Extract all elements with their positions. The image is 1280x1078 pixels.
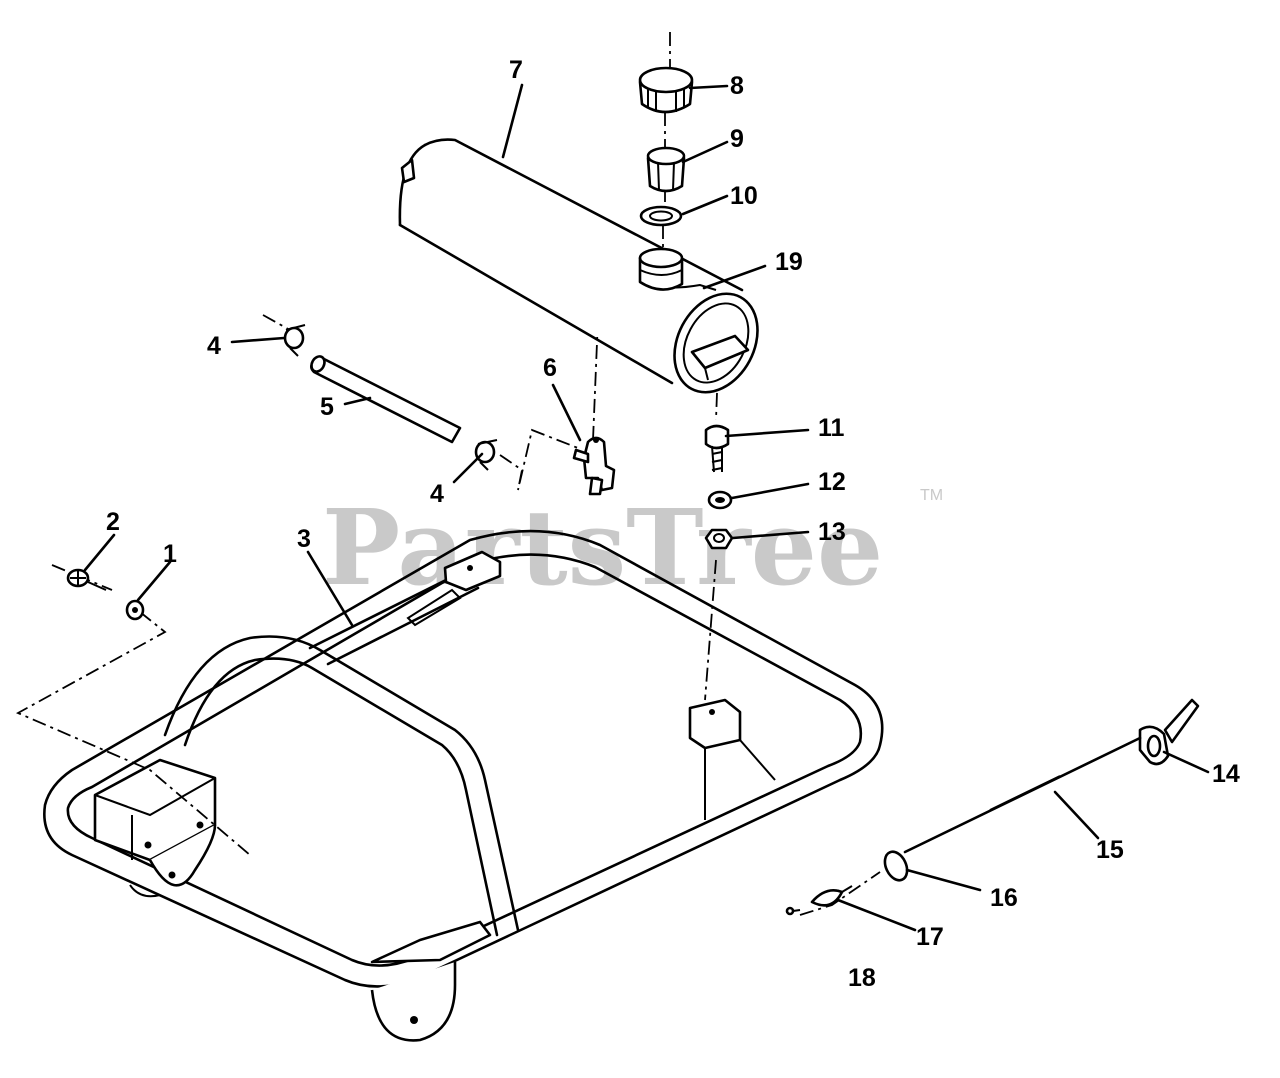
pin-part-18 [785, 906, 801, 916]
clamp-part-4-lower [474, 439, 498, 471]
watermark-trademark: TM [920, 487, 943, 504]
callout-12: 12 [818, 468, 846, 496]
callout-11: 11 [818, 414, 845, 442]
cap-part-8 [638, 66, 694, 114]
callout-19: 19 [775, 248, 803, 276]
callout-2: 2 [106, 508, 120, 536]
washer-part-12 [707, 490, 733, 510]
callout-10: 10 [730, 182, 758, 210]
callout-18: 18 [848, 964, 876, 992]
callout-17: 17 [916, 923, 944, 951]
callout-4-lower: 4 [430, 480, 444, 508]
washer-part-1 [125, 599, 145, 621]
bolt-part-11 [704, 424, 730, 473]
frame-part-3 [43, 529, 884, 1042]
callout-6: 6 [543, 354, 557, 382]
leader-lines [83, 83, 1210, 932]
valve-part-6 [572, 436, 616, 496]
ring-part-10 [639, 205, 683, 227]
callout-8: 8 [730, 72, 744, 100]
callout-3: 3 [297, 525, 311, 553]
rod-part-15 [903, 736, 1142, 854]
callout-5: 5 [320, 393, 334, 421]
nut-part-13 [704, 528, 734, 550]
hose-part-5 [310, 355, 462, 444]
callout-15: 15 [1096, 836, 1124, 864]
callout-16: 16 [990, 884, 1018, 912]
collar-part-19 [638, 247, 684, 291]
clamp-part-4-upper [283, 324, 306, 357]
clip-part-16 [883, 850, 909, 882]
callout-4-upper: 4 [207, 332, 221, 360]
callout-9: 9 [730, 125, 744, 153]
callout-14: 14 [1212, 760, 1240, 788]
callout-13: 13 [818, 518, 846, 546]
valve-part-14 [1138, 698, 1200, 766]
screen-part-9 [646, 146, 686, 193]
screw-part-2 [66, 568, 107, 591]
plug-part-17 [810, 885, 853, 907]
callout-1: 1 [163, 540, 177, 568]
muffler-part-7 [398, 138, 759, 394]
callout-7: 7 [509, 56, 523, 84]
